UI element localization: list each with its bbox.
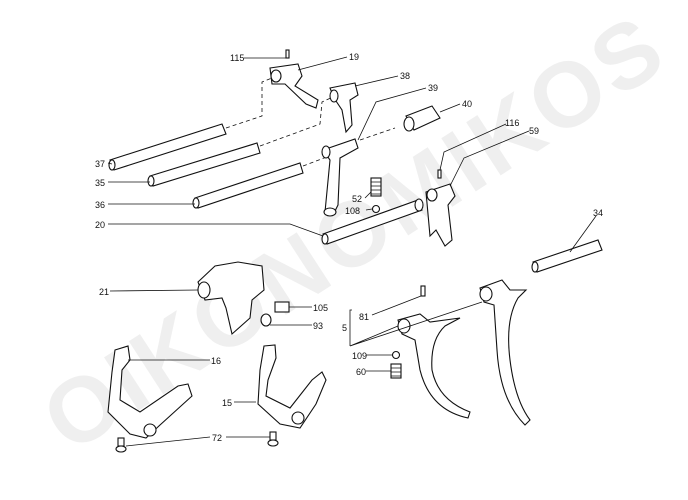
ball-108 [371,204,381,214]
callout-37: 37 [95,159,105,169]
shift-fork-59 [425,169,456,247]
shift-rod-20 [321,198,424,245]
block-40 [403,105,441,132]
callout-5: 5 [342,323,347,333]
shift-rod-36 [192,162,304,209]
spring-52 [370,177,382,197]
callout-35: 35 [95,178,105,188]
callout-93: 93 [313,321,323,331]
callout-115: 115 [230,53,244,63]
callout-36: 36 [95,200,105,210]
selector-fork-15 [257,344,327,429]
spring-60 [390,363,402,379]
screw-72b [267,431,279,447]
callout-39: 39 [428,83,438,93]
screw-72a [115,437,127,453]
callout-34: 34 [593,208,603,218]
callout-21: 21 [99,287,109,297]
shift-fork-5b [479,279,531,426]
shift-fork-5a [397,313,471,419]
callout-81: 81 [359,312,369,322]
shift-rod-37 [108,123,227,171]
selector-arm-39 [321,138,359,217]
ball-109 [391,350,401,360]
callout-38: 38 [400,71,410,81]
bracket-21 [197,261,265,336]
callout-108: 108 [345,206,360,216]
shift-rod-35 [147,142,261,187]
callout-52: 52 [352,194,362,204]
callout-59: 59 [529,126,539,136]
bolt-105 [274,301,290,313]
callout-15: 15 [222,398,232,408]
callout-19: 19 [349,52,359,62]
washer-93 [260,313,272,327]
callout-116: 116 [505,118,519,128]
selector-finger-38 [329,82,359,134]
selector-fork-16 [107,345,193,439]
watermark: OIKONOMIKOS [25,0,683,472]
callout-72: 72 [212,433,222,443]
callout-109: 109 [352,351,367,361]
shift-rod-34 [531,239,603,273]
callout-40: 40 [462,99,472,109]
callout-60: 60 [356,367,366,377]
callout-105: 105 [313,303,328,313]
callout-20: 20 [95,220,105,230]
callout-16: 16 [211,356,221,366]
pin-81 [420,285,426,297]
selector-lever-19 [269,49,319,109]
